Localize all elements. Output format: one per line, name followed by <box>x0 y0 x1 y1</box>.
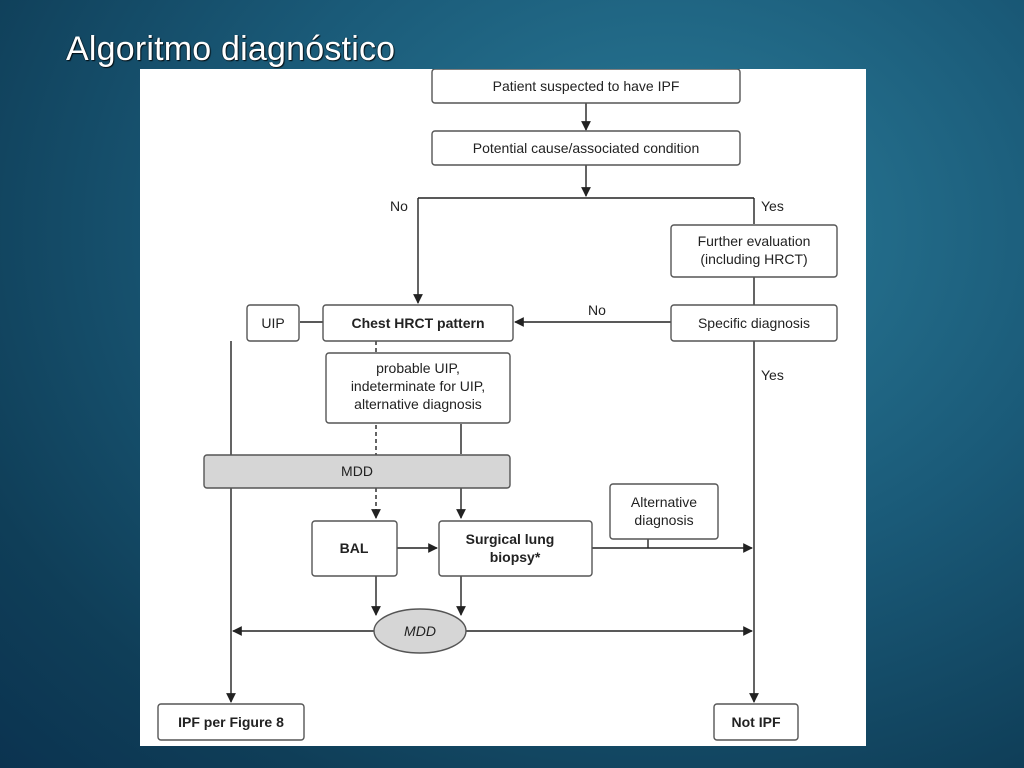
chest-hrct-box: Chest HRCT pattern <box>322 304 514 342</box>
uip-box: UIP <box>246 304 300 342</box>
surgical-lung-biopsy-box: Surgical lung biopsy* <box>438 520 593 577</box>
surgical-lung-biopsy-line-2: biopsy* <box>490 549 541 565</box>
no-label-middle: No <box>588 302 606 318</box>
ipf-per-figure-label: IPF per Figure 8 <box>178 714 284 730</box>
surgical-lung-biopsy-line-1: Surgical lung <box>466 531 555 547</box>
specific-diagnosis-box: Specific diagnosis <box>670 304 838 342</box>
flowchart-svg: Patient suspected to have IPF Potential … <box>157 69 838 741</box>
not-ipf-box: Not IPF <box>713 703 799 741</box>
probable-uip-box: probable UIP, indeterminate for UIP, alt… <box>325 352 511 424</box>
mdd-oval-label: MDD <box>404 623 436 639</box>
not-ipf-label: Not IPF <box>732 714 781 730</box>
slide-title: Algoritmo diagnóstico <box>66 30 396 68</box>
mdd-oval: MDD <box>373 608 467 654</box>
mdd-bar: MDD <box>203 454 511 489</box>
bal-box: BAL <box>311 520 398 577</box>
potential-cause-label: Potential cause/associated condition <box>473 140 699 156</box>
further-evaluation-line-1: Further evaluation <box>698 233 811 249</box>
flowchart-figure: Patient suspected to have IPF Potential … <box>140 69 866 746</box>
uip-label: UIP <box>261 315 284 331</box>
alternative-diagnosis-line-1: Alternative <box>631 494 697 510</box>
probable-uip-line-1: probable UIP, <box>376 360 460 376</box>
chest-hrct-label: Chest HRCT pattern <box>351 315 484 331</box>
potential-cause-box: Potential cause/associated condition <box>431 130 741 166</box>
specific-diagnosis-label: Specific diagnosis <box>698 315 810 331</box>
yes-label-lower: Yes <box>761 367 784 383</box>
no-label-left: No <box>390 198 408 214</box>
alternative-diagnosis-box: Alternative diagnosis <box>609 483 719 540</box>
ipf-per-figure-box: IPF per Figure 8 <box>157 703 305 741</box>
probable-uip-line-2: indeterminate for UIP, <box>351 378 485 394</box>
probable-uip-line-3: alternative diagnosis <box>354 396 482 412</box>
mdd-bar-label: MDD <box>341 463 373 479</box>
further-evaluation-box: Further evaluation (including HRCT) <box>670 224 838 278</box>
yes-label-right: Yes <box>761 198 784 214</box>
patient-suspected-box: Patient suspected to have IPF <box>431 69 741 104</box>
alternative-diagnosis-line-2: diagnosis <box>634 512 693 528</box>
bal-label: BAL <box>340 540 369 556</box>
further-evaluation-line-2: (including HRCT) <box>700 251 807 267</box>
patient-suspected-label: Patient suspected to have IPF <box>493 78 680 94</box>
